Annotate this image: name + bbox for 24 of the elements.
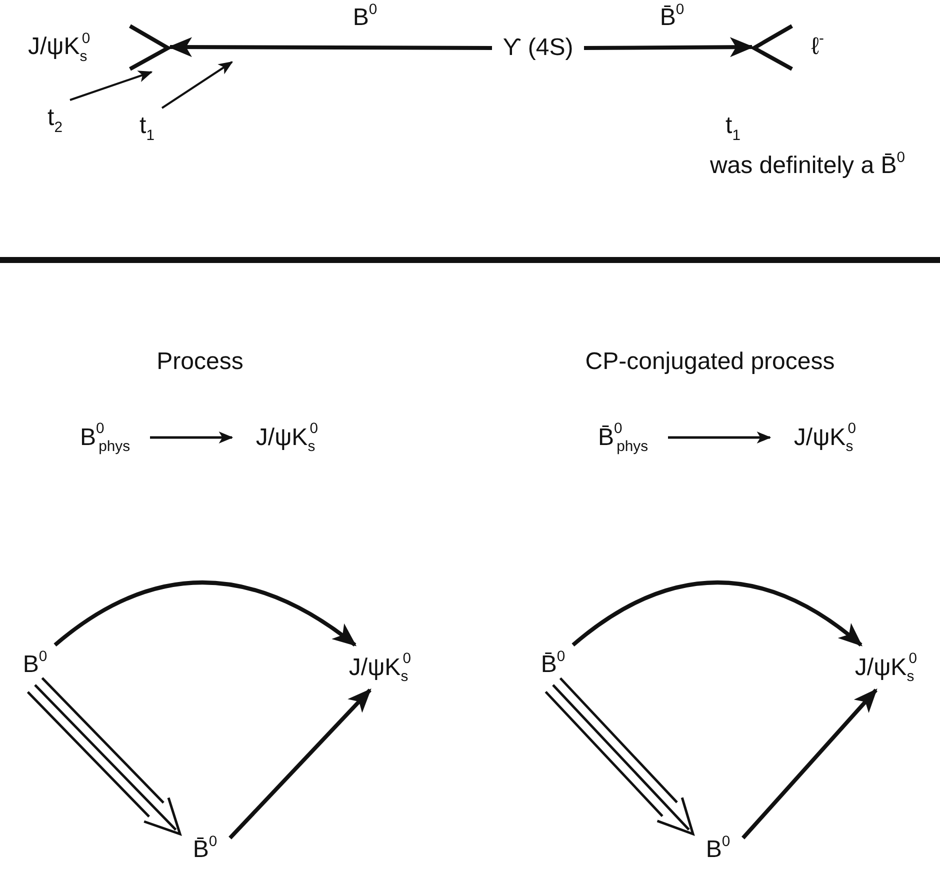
time-label: t$_{1}$ <box>726 112 740 140</box>
particle-label: t$_{2}$ <box>40 100 70 136</box>
arrow <box>668 432 772 444</box>
leader-arrow <box>161 61 233 109</box>
note-text: was definitely a B̄$^{0}$ <box>710 152 905 180</box>
arrow <box>168 37 492 58</box>
particle-label: ℓ$^{-}$ <box>811 33 824 61</box>
particle-label: B̄$^{0}$ <box>180 830 230 870</box>
particle-label: t$_{1}$ <box>132 108 162 144</box>
arrow <box>150 432 234 444</box>
leader-arrow <box>70 70 153 101</box>
particle-label: B$^{0}$ <box>10 645 60 685</box>
particle-label: B$^{0}$ <box>693 830 743 870</box>
section-heading: Process <box>156 348 244 376</box>
triple-line-arrow <box>544 676 695 836</box>
particle-label: ϒ (4S) <box>492 30 584 66</box>
section-heading: CP-conjugated process <box>585 348 835 376</box>
arrow <box>572 580 863 647</box>
arrow <box>228 688 372 840</box>
arrow <box>584 37 754 58</box>
arrow <box>54 580 357 647</box>
arrow <box>742 688 878 840</box>
triple-line-arrow <box>26 676 182 836</box>
particle-label: B̄$^{0}$ <box>528 645 578 685</box>
